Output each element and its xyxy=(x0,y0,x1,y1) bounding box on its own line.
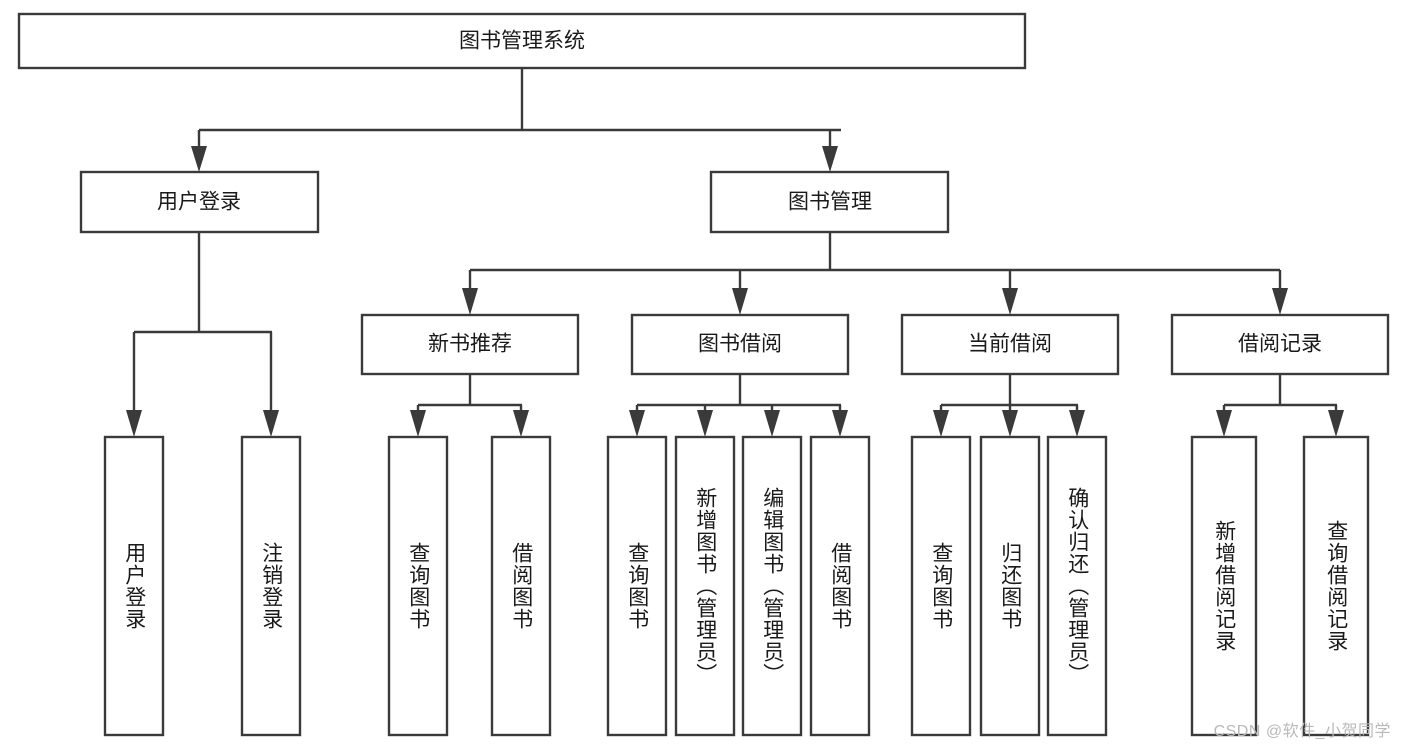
leaf-boxes xyxy=(103,435,1370,737)
arrow-re-l1 xyxy=(1216,410,1232,437)
node-user-login-label: 用户登录 xyxy=(157,191,241,214)
connectors-newbook-to-leaves xyxy=(410,374,529,437)
leaf-box-re-query[interactable] xyxy=(1302,435,1370,737)
arrow-bm-c3 xyxy=(1002,288,1018,315)
leaf-box-user-login[interactable] xyxy=(103,435,165,737)
node-book-borrow-box[interactable] xyxy=(630,313,850,376)
connectors-book-manage-to-level3 xyxy=(462,232,1288,315)
arrow-nb-l1 xyxy=(410,410,426,437)
node-user-login[interactable]: 用户登录 xyxy=(79,170,320,234)
leaf-box-nb-query[interactable] xyxy=(387,435,449,737)
arrow-bo-l2 xyxy=(697,410,713,437)
leaf-box-bo-borrow[interactable] xyxy=(809,435,871,737)
node-book-manage-label: 图书管理 xyxy=(788,191,872,214)
connectors-current-to-leaves xyxy=(933,374,1085,437)
node-new-book-recommend[interactable]: 新书推荐 xyxy=(360,313,580,376)
arrow-ul-leaf1 xyxy=(126,410,142,437)
arrow-bm-c4 xyxy=(1272,288,1288,315)
watermark-text: CSDN @软件_小贺同学 xyxy=(1213,723,1391,740)
node-user-login-box[interactable] xyxy=(79,170,320,234)
node-book-borrow-label: 图书借阅 xyxy=(698,333,782,356)
arrow-nb-l2 xyxy=(513,410,529,437)
leaf-box-re-add[interactable] xyxy=(1190,435,1258,737)
node-book-borrow[interactable]: 图书借阅 xyxy=(630,313,850,376)
leaf-box-cu-return[interactable] xyxy=(979,435,1041,737)
arrow-re-l2 xyxy=(1328,410,1344,437)
node-new-book-recommend-box[interactable] xyxy=(360,313,580,376)
node-borrow-record[interactable]: 借阅记录 xyxy=(1170,313,1390,376)
connectors-borrow-to-leaves xyxy=(629,374,848,437)
arrow-ul-leaf2 xyxy=(263,410,279,437)
connectors-record-to-leaves xyxy=(1216,374,1344,437)
arrow-bm-c1 xyxy=(462,288,478,315)
leaf-box-bo-edit[interactable] xyxy=(741,435,803,737)
node-root-box[interactable] xyxy=(17,12,1027,70)
node-current-borrow[interactable]: 当前借阅 xyxy=(900,313,1120,376)
arrow-bo-l3 xyxy=(764,410,780,437)
node-current-borrow-box[interactable] xyxy=(900,313,1120,376)
connectors-user-login-to-leaves xyxy=(126,232,279,437)
leaf-box-nb-borrow[interactable] xyxy=(490,435,552,737)
arrow-cu-l1 xyxy=(933,410,949,437)
leaf-box-logout[interactable] xyxy=(240,435,302,737)
arrow-cu-l3 xyxy=(1069,410,1085,437)
node-book-manage[interactable]: 图书管理 xyxy=(709,170,950,234)
arrow-bm-c2 xyxy=(732,288,748,315)
leaf-box-bo-add[interactable] xyxy=(674,435,736,737)
node-borrow-record-box[interactable] xyxy=(1170,313,1390,376)
node-root[interactable]: 图书管理系统 xyxy=(17,12,1027,70)
arrow-to-user-login xyxy=(191,146,207,172)
node-new-book-recommend-label: 新书推荐 xyxy=(428,333,512,356)
arrow-to-book-manage xyxy=(822,146,838,172)
node-book-manage-box[interactable] xyxy=(709,170,950,234)
leaf-box-bo-query[interactable] xyxy=(606,435,668,737)
arrow-cu-l2 xyxy=(1002,410,1018,437)
leaf-box-cu-confirm[interactable] xyxy=(1046,435,1108,737)
arrow-bo-l4 xyxy=(832,410,848,437)
node-root-label: 图书管理系统 xyxy=(459,30,585,53)
node-current-borrow-label: 当前借阅 xyxy=(968,333,1052,356)
connectors-root-to-level2 xyxy=(191,68,841,172)
node-borrow-record-label: 借阅记录 xyxy=(1238,333,1322,356)
arrow-bo-l1 xyxy=(629,410,645,437)
leaf-box-cu-query[interactable] xyxy=(910,435,972,737)
